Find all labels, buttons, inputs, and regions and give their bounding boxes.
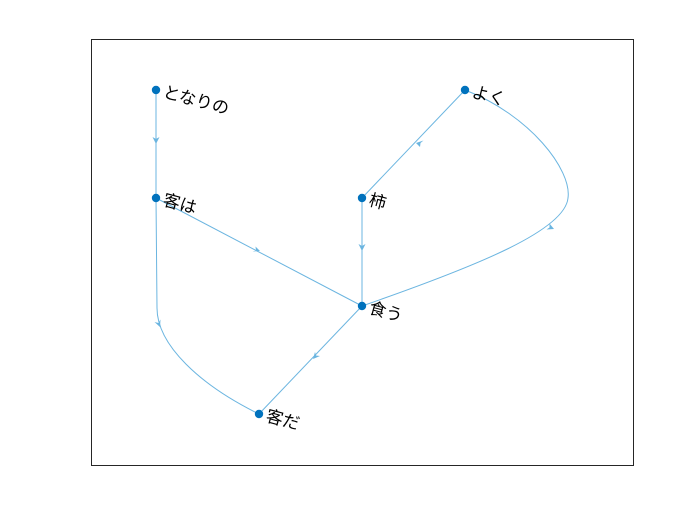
arrowhead-kyakuwa-kyakuda <box>154 319 161 327</box>
node-label: 柿 <box>367 191 389 215</box>
arrowhead-kyakuwa-kuu <box>252 246 260 252</box>
node-marker <box>460 85 470 95</box>
arrowhead-yoku-kuu <box>546 223 554 230</box>
node-marker <box>254 409 264 419</box>
edge-yoku-to-kuu <box>361 89 569 307</box>
node-marker <box>151 193 161 203</box>
node-marker <box>357 193 367 203</box>
node-marker <box>151 85 161 95</box>
edge-arrowheads <box>152 137 554 359</box>
edge-kyakuwa-to-kyakuda <box>155 197 260 415</box>
edges <box>155 89 569 415</box>
edge-yoku-to-kaki <box>361 89 466 199</box>
arrowhead-kuu-kyakuda <box>313 352 320 359</box>
edge-kuu-to-kyakuda <box>258 305 363 415</box>
node-marker <box>357 301 367 311</box>
arrowhead-tonari-kyakuwa <box>152 137 160 144</box>
arrowhead-kaki-kuu <box>358 244 366 251</box>
edge-kyakuwa-to-kuu <box>155 197 363 307</box>
node-kaki: 柿 <box>357 191 389 215</box>
arrowhead-yoku-kaki <box>416 140 424 147</box>
